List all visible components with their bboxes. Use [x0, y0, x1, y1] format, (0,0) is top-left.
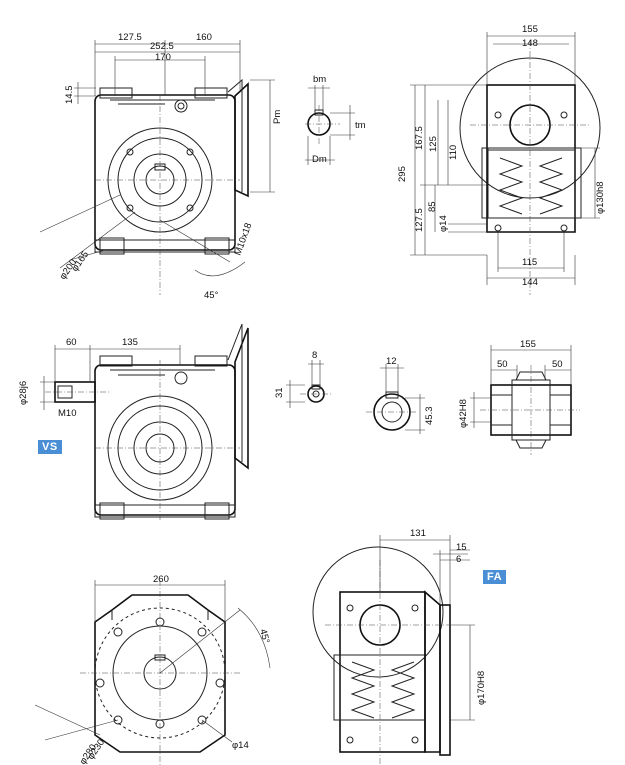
side-view-dimensions: 155 148 295 167.5 127.5 125 110 85 φ14 φ… — [397, 24, 606, 288]
dim-125: 125 — [428, 136, 439, 152]
fa-badge: FA — [483, 570, 507, 584]
dim-170: 170 — [155, 52, 171, 63]
dim-phi14: φ14 — [438, 215, 449, 232]
dim-31: 31 — [274, 387, 285, 398]
dim-45deg-b: 45° — [257, 628, 271, 645]
dim-45-3: 45.3 — [424, 407, 435, 426]
dim-131: 131 — [410, 528, 426, 539]
dim-15: 15 — [456, 542, 467, 553]
dim-148: 148 — [522, 38, 538, 49]
dim-135: 135 — [122, 337, 138, 348]
hollow-output-dimensions: 155 50 50 φ42H8 — [458, 339, 572, 428]
dim-bm: bm — [313, 74, 326, 85]
dim-m10: M10 — [58, 408, 76, 419]
vs-view — [45, 323, 249, 520]
dim-50-a: 50 — [497, 359, 508, 370]
dim-pm: Pm — [272, 110, 283, 124]
fa-view — [312, 546, 451, 765]
front-view-flange — [39, 78, 249, 295]
dim-6: 6 — [456, 554, 461, 565]
dim-8: 8 — [312, 350, 317, 361]
fa-view-dimensions: 131 15 6 φ170H8 — [379, 528, 487, 721]
dim-12: 12 — [386, 356, 397, 367]
dim-tm: tm — [355, 120, 366, 131]
dim-phi170h8: φ170H8 — [476, 671, 487, 705]
dim-phi130h8: φ130h8 — [595, 181, 606, 214]
hollow-output-view — [480, 365, 580, 455]
dim-85: 85 — [427, 201, 438, 212]
dim-60: 60 — [66, 337, 77, 348]
dim-14-5: 14.5 — [64, 86, 75, 105]
output-bore-key: 12 45.3 — [366, 356, 435, 434]
dim-295: 295 — [397, 166, 408, 182]
dim-260: 260 — [153, 574, 169, 585]
vs-view-dimensions: 60 135 φ28j6 M10 — [18, 337, 181, 419]
dim-155-b: 155 — [520, 339, 536, 350]
dim-252-5: 252.5 — [150, 41, 174, 52]
dim-phi28j6: φ28j6 — [18, 381, 29, 405]
dim-110: 110 — [448, 145, 459, 160]
dim-127-5-b: 127.5 — [414, 208, 425, 232]
dim-160: 160 — [196, 32, 212, 43]
flange-face-view — [80, 580, 240, 765]
dim-127-5: 127.5 — [118, 32, 142, 43]
input-shaft-key: 8 31 — [274, 350, 332, 408]
dim-45deg: 45° — [204, 290, 219, 301]
dim-155: 155 — [522, 24, 538, 35]
shaft-section: bm tm Dm — [305, 74, 366, 165]
side-view-flange — [459, 40, 601, 295]
dim-phi42h8: φ42H8 — [458, 399, 469, 428]
dim-115: 115 — [522, 257, 537, 268]
dim-50-b: 50 — [552, 359, 563, 370]
dim-167-5: 167.5 — [414, 126, 425, 150]
flange-face-dimensions: 260 45° φ230 φ280 φ14 — [34, 574, 271, 765]
dim-phi14-b: φ14 — [232, 740, 249, 751]
dim-dm: Dm — [312, 154, 327, 165]
vs-badge: VS — [38, 440, 62, 454]
front-view-dimensions: 127.5 160 252.5 170 14.5 Pm M10x18 φ165 … — [57, 32, 283, 301]
dim-144: 144 — [522, 277, 538, 288]
